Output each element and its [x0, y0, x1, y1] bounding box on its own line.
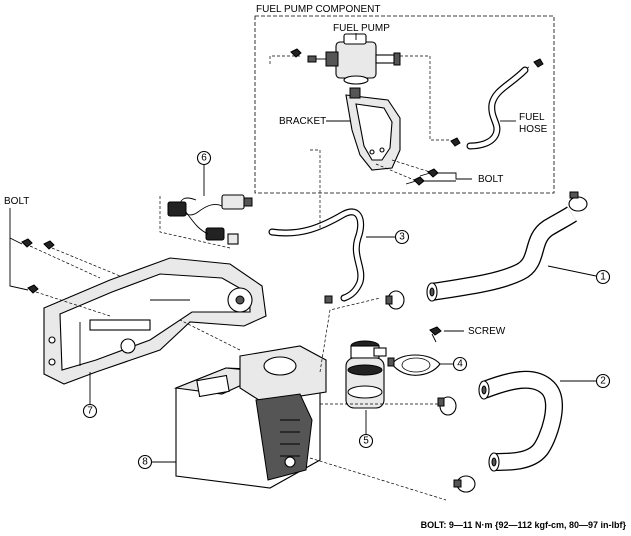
bolt-inset-label: BOLT: [478, 174, 503, 185]
callout-4: [452, 356, 468, 372]
callout-5-num: 5: [363, 436, 369, 447]
clamp-band: [387, 354, 441, 376]
fuel-hose: [466, 66, 529, 150]
torque-spec: BOLT: 9—11 N·m {92—112 kgf-cm, 80—97 in-…: [421, 520, 627, 530]
callout-6-num: 6: [201, 153, 207, 164]
callout-2: [595, 373, 611, 389]
hose-clip-icon: [290, 48, 544, 147]
callout-1-num: 1: [600, 272, 606, 283]
wiring-harness: [167, 194, 253, 245]
bolt-left-label: BOLT: [4, 196, 29, 207]
screw-label: SCREW: [468, 326, 506, 337]
fuel-pump: [307, 33, 401, 85]
heater-mounting-bracket: [43, 257, 267, 385]
callout-6: [196, 150, 212, 166]
callout-2-num: 2: [600, 376, 606, 387]
callout-1: [595, 269, 611, 285]
screw-icon: [429, 326, 442, 343]
callout-8-num: 8: [142, 457, 148, 468]
callout-7: [82, 403, 98, 419]
callout-3-num: 3: [399, 232, 405, 243]
coolant-hose-1: [426, 206, 577, 302]
fuel-hose-label-1: FUEL: [519, 112, 545, 123]
callout-3: [394, 229, 410, 245]
callout-5: [358, 433, 374, 449]
hose-clamp-icon: [437, 396, 476, 493]
fuel-line: [268, 208, 365, 304]
fuel-pump-component-title: FUEL PUMP COMPONENT: [256, 4, 380, 15]
fuel-pump-label: FUEL PUMP: [333, 23, 390, 34]
callout-4-num: 4: [457, 359, 463, 370]
bracket-label: BRACKET: [279, 116, 326, 127]
hose-clamp-icon: [385, 191, 588, 310]
fuel-hose-label-2: HOSE: [519, 124, 548, 135]
bolt-icon: [405, 168, 439, 186]
coolant-hose-2: [478, 370, 563, 472]
inset-border: [254, 15, 555, 194]
bolt-icon: [21, 238, 55, 294]
intake-silencer: [345, 340, 387, 409]
heater-unit: [173, 345, 327, 489]
callout-8: [137, 454, 153, 470]
callout-7-num: 7: [87, 406, 93, 417]
bracket: [345, 87, 401, 171]
fuel-pump-component-inset: FUEL PUMP COMPONENT FUEL PUMP: [254, 4, 555, 194]
